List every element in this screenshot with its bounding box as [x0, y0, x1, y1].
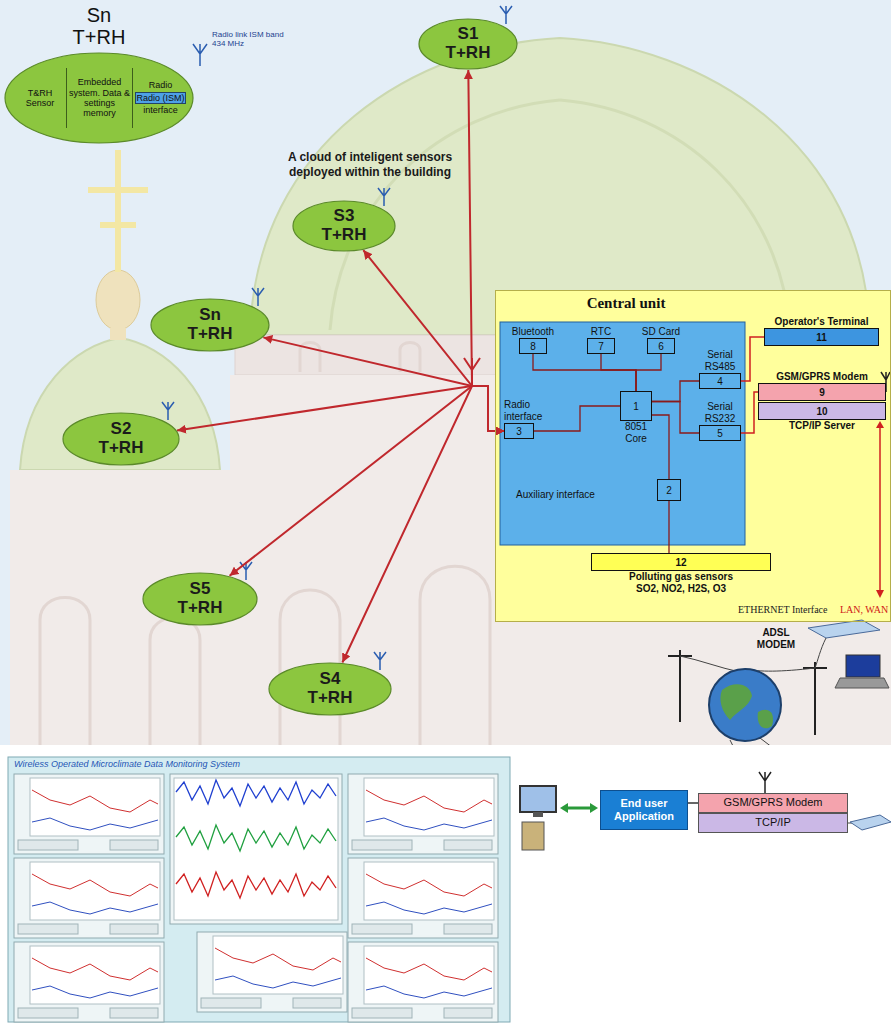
church-drawing	[10, 38, 891, 745]
box-text: TCP/IP	[755, 816, 790, 829]
number-box: 8	[519, 338, 547, 354]
sensor-ellipse: S2 T+RH	[62, 412, 180, 466]
part-label: Polluting gas sensors SO2, NO2, H2S, O3	[621, 571, 741, 595]
part-label: Bluetooth	[508, 326, 558, 338]
part-label: SD Card	[636, 326, 686, 338]
router-icon	[848, 815, 891, 830]
modem-antenna	[759, 772, 771, 793]
connector	[688, 802, 698, 804]
annotation: A cloud of inteligent sensors deployed w…	[285, 150, 455, 180]
number-box: 9	[758, 383, 886, 401]
central-unit-ground	[495, 290, 891, 622]
connector	[363, 250, 504, 431]
numbered-block: Radio interface3	[504, 399, 556, 439]
modem-box: GSM/GPRS Modem	[698, 793, 848, 813]
network-label: LAN, WAN	[840, 604, 888, 615]
connector	[342, 386, 504, 663]
section-text: Radio (ISM)	[135, 92, 185, 104]
section-text: T&RH Sensor	[14, 88, 66, 109]
number-box: 5	[699, 425, 741, 441]
cpu-block: 18051 Core	[616, 391, 656, 445]
part-label: Auxiliary interface	[516, 489, 595, 501]
part-label: Radio interface	[504, 399, 556, 423]
sensor-name: S2 T+RH	[99, 420, 144, 457]
sensor-name: Sn T+RH	[188, 306, 233, 343]
numbered-block: RTC7	[581, 326, 621, 354]
section-text: Radio	[149, 80, 173, 90]
box-text: End user Application	[604, 797, 684, 823]
number-box: 2	[657, 479, 681, 501]
numbered-block: Auxiliary interface 2	[516, 479, 681, 501]
connector	[263, 337, 504, 431]
ethernet-link	[876, 421, 884, 598]
part-label: GSM/GPRS Modem	[758, 371, 886, 383]
number-box: 3	[504, 423, 534, 439]
sensor-name: S3 T+RH	[322, 207, 367, 244]
central-unit-panel: Central unitBluetooth8 RTC7 SD Card6Radio …	[495, 290, 891, 622]
connector	[652, 402, 699, 434]
gas-sensor-block: 12Polluting gas sensors SO2, NO2, H2S, O…	[591, 553, 771, 595]
panel-title: Central unit	[501, 295, 751, 312]
connector	[636, 354, 661, 391]
number-box: 11	[764, 328, 879, 346]
modem-block: GSM/GPRS Modem9	[758, 371, 886, 401]
part-label: Operator's Terminal	[764, 316, 879, 328]
module-section: Embedded system. Data & settings memory	[66, 68, 132, 128]
connector	[230, 386, 504, 576]
antenna-symbols	[162, 6, 512, 670]
sensor-name: S4 T+RH	[308, 670, 353, 707]
software-screenshot	[8, 757, 510, 1022]
part-label: Serial RS232	[699, 401, 741, 425]
controller-board	[500, 322, 745, 545]
module-section: T&RH Sensor	[14, 68, 66, 128]
radio-note: Radio link ISM band 434 MHz	[212, 30, 294, 48]
connector	[468, 70, 504, 431]
tcp-ip-box: TCP/IP	[698, 813, 848, 833]
number-box: 10	[758, 402, 886, 420]
numbered-block: Bluetooth8	[508, 326, 558, 354]
module-section: RadioRadio (ISM)interface	[132, 68, 188, 128]
numbered-block: SD Card6	[636, 326, 686, 354]
screenshot-title: Wireless Operated Microclimate Data Moni…	[14, 759, 504, 769]
part-label: Serial RS485	[699, 349, 741, 373]
sensor-detail-ellipse: Sn T+RH T&RH SensorEmbedded system. Data …	[4, 4, 194, 144]
connector	[652, 381, 699, 402]
connector	[534, 406, 620, 431]
user-computer	[520, 786, 598, 850]
connector	[668, 501, 669, 553]
number-box: 7	[587, 338, 615, 354]
box-text: GSM/GPRS Modem	[723, 796, 822, 809]
sensor-ellipse: Sn T+RH	[150, 298, 270, 352]
sensor-ellipse: S3 T+RH	[292, 200, 396, 252]
section-text: Embedded system. Data & settings memory	[67, 77, 132, 118]
connector	[741, 337, 764, 381]
sensor-name: S5 T+RH	[178, 580, 223, 617]
device-label: ADSL MODEM	[752, 627, 800, 651]
sensor-ellipse: S5 T+RH	[142, 572, 258, 626]
terminal-block: Operator's Terminal11	[764, 316, 879, 346]
node-heading: Sn T+RH	[73, 4, 126, 48]
interface-label: ETHERNET Interface	[738, 604, 836, 615]
connector	[533, 354, 636, 391]
server-block: 10TCP/IP Server	[758, 402, 886, 432]
sensor-ellipse: S4 T+RH	[268, 662, 392, 716]
sensor-ellipse: S1 T+RH	[418, 18, 518, 70]
part-label: RTC	[581, 326, 621, 338]
numbered-block: Serial RS4854	[699, 349, 741, 389]
number-box: 12	[591, 553, 771, 571]
numbered-block: Serial RS2325	[699, 401, 741, 441]
number-box: 1	[620, 391, 652, 421]
connector	[652, 415, 669, 479]
connector	[601, 354, 636, 391]
section-text: interface	[143, 105, 178, 115]
sensor-name: S1 T+RH	[446, 25, 491, 62]
number-box: 6	[647, 338, 675, 354]
part-label: TCP/IP Server	[758, 420, 886, 432]
part-label: 8051 Core	[616, 421, 656, 445]
connector	[741, 392, 758, 433]
application-box: End user Application	[600, 790, 688, 830]
number-box: 4	[699, 373, 741, 389]
